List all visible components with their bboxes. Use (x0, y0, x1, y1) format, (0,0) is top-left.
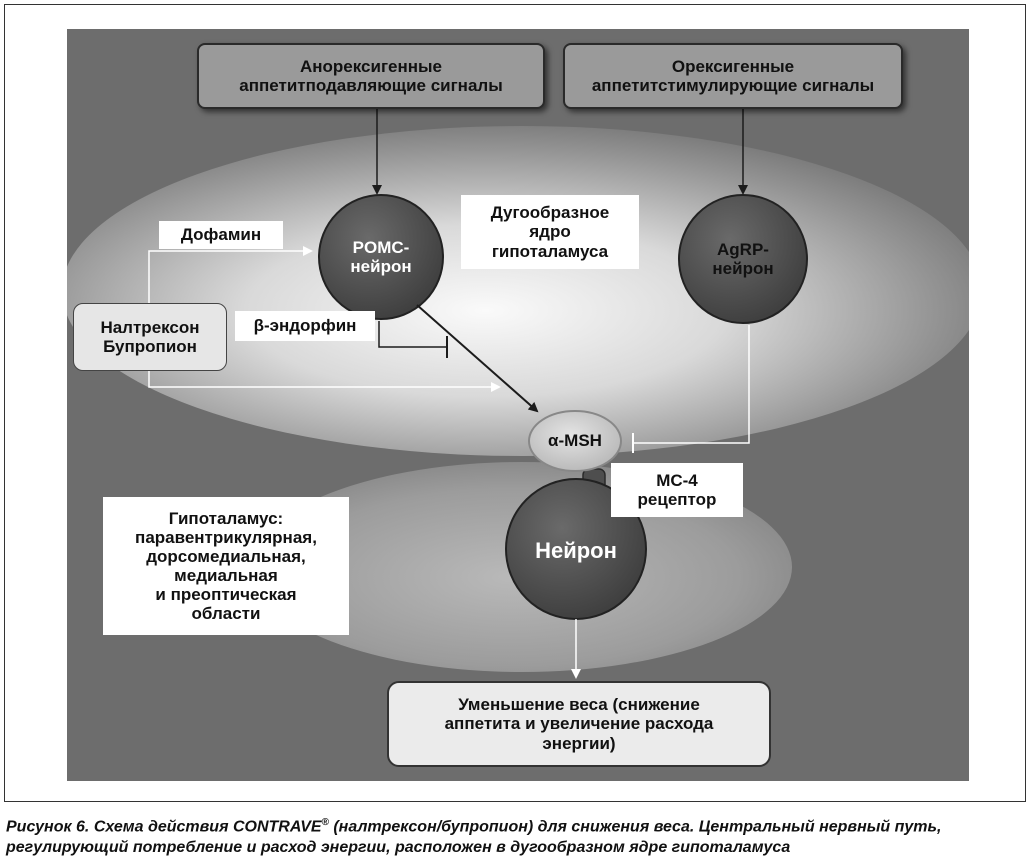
arcuate-nucleus-label: Дугообразное ядро гипоталамуса (461, 195, 639, 269)
hypothalamus-areas-label: Гипоталамус: паравентрикулярная, дорсоме… (103, 497, 349, 635)
caption-lead: Рисунок 6. Схема действия CONTRAVE (6, 818, 322, 836)
caption-rest: (налтрексон/бупропион) для снижения веса… (6, 818, 942, 857)
anorexigenic-signals-box: Анорексигенные аппетитподавляющие сигнал… (197, 43, 545, 109)
pomc-neuron-circle (318, 194, 444, 320)
arcuate-nucleus-ellipse (67, 126, 969, 456)
diagram-panel: Анорексигенные аппетитподавляющие сигнал… (67, 29, 969, 781)
naltrexone-bupropion-box: Налтрексон Бупропион (73, 303, 227, 371)
pomc-to-msh-arrow (416, 304, 539, 413)
agrp-neuron-label: AgRP- нейрон (712, 239, 774, 278)
diagram-art (67, 109, 969, 679)
weight-loss-outcome-box: Уменьшение веса (снижение аппетита и уве… (387, 681, 771, 767)
beta-endorphin-label: β-эндорфин (235, 311, 375, 341)
mc4-receptor-label: MC-4 рецептор (611, 463, 743, 517)
beta-endorphin-inhibit-line (378, 321, 447, 348)
figure-caption: Рисунок 6. Схема действия CONTRAVE® (нал… (6, 816, 1026, 859)
orexigenic-signals-box: Орексигенные аппетитстимулирующие сигнал… (563, 43, 903, 109)
agrp-neuron-circle (678, 194, 808, 324)
msh-label: α-MSH (548, 431, 602, 451)
drugs-to-dopamine-arrow (148, 246, 313, 303)
dopamine-label: Дофамин (159, 221, 283, 249)
agrp-to-msh-inhibit-line (633, 325, 750, 444)
msh-ellipse (528, 410, 622, 472)
caption-registered-mark: ® (321, 817, 329, 828)
figure-frame: Анорексигенные аппетитподавляющие сигнал… (4, 4, 1026, 802)
pomc-neuron-label: POMC- нейрон (350, 237, 412, 276)
neuron-label: Нейрон (535, 537, 617, 563)
